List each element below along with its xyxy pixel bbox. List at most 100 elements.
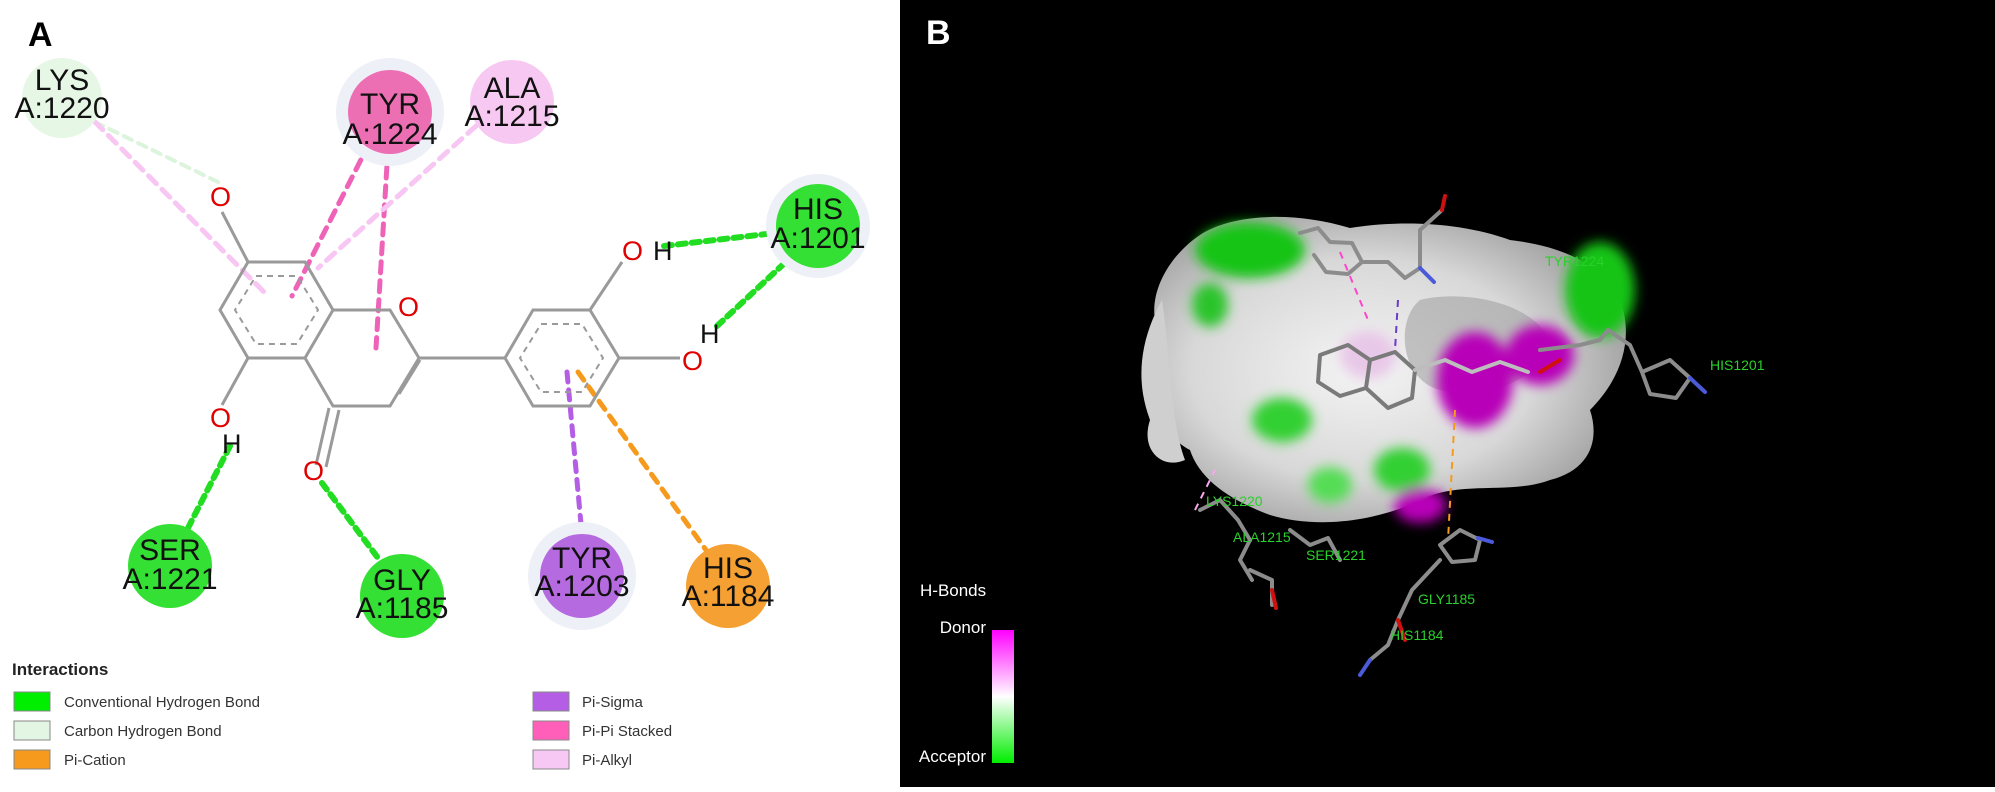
- tyr1224-oxygen: [1440, 194, 1447, 212]
- hydrogen-atom: H: [222, 429, 242, 459]
- residue-name: ALA: [484, 72, 541, 105]
- residue-number: A:1185: [356, 592, 449, 625]
- residue-his1184: HIS A:1184: [682, 544, 775, 628]
- pi-cation-line: [1447, 409, 1456, 541]
- legend-title: Interactions: [12, 660, 108, 679]
- legend-item: Pi-Pi Stacked: [532, 720, 672, 741]
- oxygen-atom: O: [398, 292, 419, 322]
- tyr1224-pi-pi-pyran: [373, 145, 391, 351]
- oh-bond-3p: [588, 261, 624, 311]
- lys1220-chain: [1198, 498, 1254, 582]
- gly1185-oxygen: [1396, 618, 1407, 642]
- residue-name: LYS: [35, 64, 89, 97]
- hydrogen-atom: H: [653, 236, 673, 266]
- his1184-ring: [1438, 528, 1482, 564]
- residue-label: TYR1224: [1545, 253, 1604, 269]
- atom-labels: O O O H O O H O H: [210, 182, 720, 486]
- hbond-color-key: H-Bonds Donor Acceptor: [919, 581, 1014, 766]
- stick-residues: [1198, 194, 1707, 677]
- ligand-structure: [218, 211, 680, 468]
- ring-a-aromatic: [233, 275, 320, 345]
- legend-item: Pi-Cation: [13, 749, 126, 770]
- hbond-key-acceptor: Acceptor: [919, 747, 986, 766]
- residue-tyr1224: TYR A:1224: [336, 58, 444, 166]
- legend-label: Conventional Hydrogen Bond: [64, 694, 260, 711]
- residues: LYS A:1220 TYR A:1224 ALA A:1215 HIS A:1…: [14, 58, 870, 638]
- hbond-key-title: H-Bonds: [920, 581, 986, 600]
- residue-number: A:1221: [122, 563, 217, 596]
- legend-item: Conventional Hydrogen Bond: [13, 691, 260, 712]
- oxygen-atom: O: [210, 403, 231, 433]
- residue-circle: [128, 524, 212, 608]
- interaction-lines: [92, 119, 793, 561]
- residue-number: A:1201: [770, 222, 865, 255]
- ser1221-chain: [1288, 528, 1342, 562]
- ala1215-chain: [1248, 568, 1274, 607]
- oxygen-atom: O: [622, 236, 643, 266]
- legend-item: Pi-Alkyl: [532, 749, 632, 770]
- ring-b-aromatic: [518, 323, 605, 393]
- hydrogen-atom: H: [700, 319, 720, 349]
- panel-a-letter: A: [28, 16, 53, 54]
- oh-bond-5: [220, 357, 250, 406]
- his1184-pi-cation: [575, 369, 709, 553]
- legend-swatch: [13, 720, 51, 741]
- acceptor-patch: [1192, 283, 1228, 327]
- tyr1203-pi-sigma: [564, 369, 585, 538]
- carbonyl-bond-2: [324, 409, 341, 468]
- residue-circle: [22, 58, 102, 138]
- residue-label: SER1221: [1306, 547, 1366, 563]
- interaction-diagram-svg: A O O O: [12, 16, 870, 770]
- donor-patch: [1437, 332, 1513, 428]
- legend-label: Carbon Hydrogen Bond: [64, 723, 222, 740]
- residue-circle: [470, 60, 554, 144]
- legend-swatch: [13, 749, 51, 770]
- residue-circle: [348, 70, 432, 154]
- interaction-lines-3d: [1194, 251, 1456, 541]
- residue-ala1215: ALA A:1215: [464, 60, 560, 144]
- ala1215-pi-alkyl: [315, 123, 479, 271]
- donor-patch: [1506, 325, 1574, 385]
- residue-label: ALA1215: [1233, 529, 1291, 545]
- residue-name: TYR: [552, 542, 612, 575]
- ring-a: [218, 260, 335, 360]
- tyr1224-chain: [1360, 208, 1444, 280]
- carbonyl-bond-1: [314, 407, 331, 466]
- donor-patch: [1394, 487, 1446, 523]
- legend-item: Carbon Hydrogen Bond: [13, 720, 222, 741]
- hbond-gradient-bar: [992, 630, 1014, 763]
- residue-number: A:1220: [14, 92, 109, 125]
- residue-circle: [776, 184, 860, 268]
- ring-c-double-bond: [397, 359, 422, 395]
- his1201-ring: [1640, 358, 1692, 400]
- residue-tyr1203: TYR A:1203: [528, 522, 636, 630]
- panel-b-letter: B: [926, 14, 951, 52]
- legend-label: Pi-Cation: [64, 752, 126, 769]
- his1184-terminus: [1358, 658, 1372, 677]
- residue-name: TYR: [360, 88, 420, 121]
- lys1220-pi-alkyl: [92, 119, 271, 299]
- tyr1224-nitrogen: [1418, 266, 1436, 284]
- his1201-hbond-1: [661, 230, 778, 249]
- legend-label: Pi-Alkyl: [582, 752, 632, 769]
- residue-label: HIS1184: [1390, 627, 1444, 643]
- his1184-nitrogen: [1476, 536, 1494, 544]
- residue-circle: [540, 534, 624, 618]
- tyr1224-ring: [1298, 226, 1364, 276]
- residue-labels-3d: TYR1224 HIS1201 LYS1220 ALA1215 SER1221 …: [1206, 253, 1765, 643]
- legend-swatch: [13, 691, 51, 712]
- his1201-nitrogen: [1688, 376, 1707, 394]
- oh-bond-7: [220, 211, 250, 263]
- his1201-hbond-2: [714, 255, 793, 329]
- residue-name: SER: [139, 534, 201, 567]
- gly1185-hbond: [319, 480, 381, 561]
- acceptor-patch: [1195, 222, 1305, 278]
- ligand-ring-c: [1364, 350, 1417, 410]
- residue-name: HIS: [703, 552, 753, 585]
- residue-label: LYS1220: [1206, 493, 1263, 509]
- ser1221-hbond: [185, 443, 233, 531]
- residue-name: HIS: [793, 193, 843, 226]
- residue-number: A:1224: [342, 118, 437, 151]
- ligand-ring-b: [1413, 358, 1530, 374]
- residue-number: A:1184: [682, 580, 775, 613]
